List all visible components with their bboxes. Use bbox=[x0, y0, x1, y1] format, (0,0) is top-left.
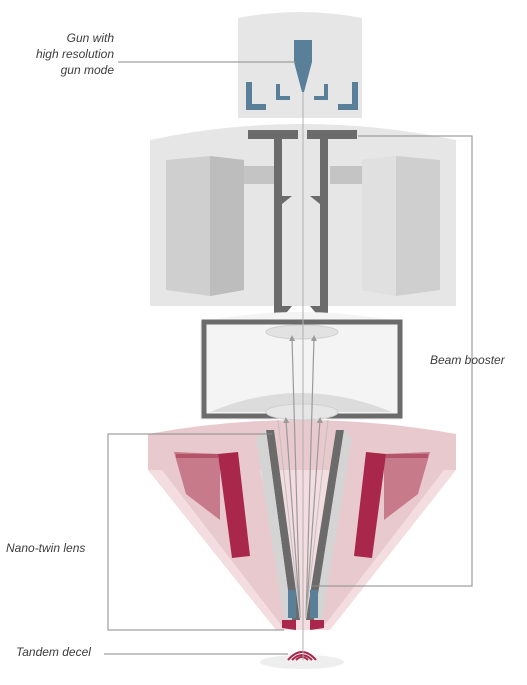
upper-lens-disc bbox=[265, 324, 339, 340]
lens-tip-right bbox=[310, 590, 318, 618]
gun-tip bbox=[294, 40, 312, 92]
gun-housing bbox=[238, 12, 362, 118]
lens-tip-left bbox=[288, 590, 296, 618]
gun-bracket-right bbox=[338, 82, 358, 110]
nano-twin-lens-label: Nano-twin lens bbox=[6, 541, 86, 555]
gun-inner-bracket-right bbox=[314, 84, 328, 100]
gun-label: Gun with high resolution gun mode bbox=[22, 30, 114, 78]
gun-label-line2: high resolution bbox=[35, 47, 114, 61]
nano-twin-leader bbox=[107, 433, 284, 631]
gun-inner-bracket-left bbox=[276, 84, 290, 100]
electron-beam bbox=[277, 92, 329, 660]
objective-lens-disc bbox=[265, 403, 339, 421]
gun-bracket-left bbox=[246, 82, 266, 110]
leader-lines bbox=[104, 61, 473, 655]
lens-coil-left bbox=[174, 452, 220, 520]
gun-label-line3: gun mode bbox=[60, 63, 114, 77]
gun-label-line1: Gun with bbox=[66, 31, 114, 45]
beam-booster-label: Beam booster bbox=[430, 353, 505, 367]
nano-twin-lens bbox=[148, 403, 456, 630]
beam-booster-leader bbox=[312, 135, 473, 587]
lens-coil-right bbox=[384, 452, 430, 520]
sample-stage bbox=[260, 651, 344, 669]
tandem-decel-label: Tandem decel bbox=[16, 645, 91, 659]
